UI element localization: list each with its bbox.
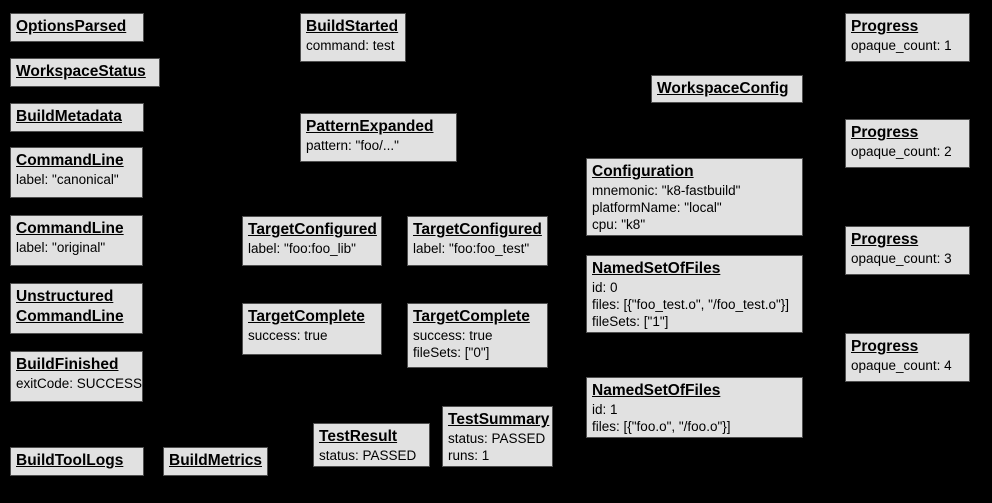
- node-attribute: success: true: [413, 328, 493, 343]
- event-node-workspace-status: WorkspaceStatus: [10, 58, 160, 87]
- node-attribute: exitCode: SUCCESS: [16, 376, 143, 391]
- event-node-progress-3: Progress opaque_count: 3: [845, 226, 970, 275]
- event-node-command-line-canonical: CommandLine label: "canonical": [10, 147, 143, 198]
- event-node-workspace-config: WorkspaceConfig: [651, 75, 803, 103]
- node-title: TestResult: [319, 428, 398, 445]
- node-attribute: opaque_count: 1: [851, 38, 952, 53]
- node-title: Progress: [851, 338, 919, 355]
- node-title: Progress: [851, 124, 919, 141]
- node-title: WorkspaceStatus: [16, 63, 146, 80]
- event-node-command-line-original: CommandLine label: "original": [10, 215, 143, 266]
- event-node-progress-1: Progress opaque_count: 1: [845, 13, 970, 62]
- node-attribute: label: "canonical": [16, 172, 119, 187]
- node-title: TargetConfigured: [248, 221, 377, 238]
- node-title: Unstructured: [16, 288, 114, 305]
- node-attribute: success: true: [248, 328, 328, 343]
- node-title: CommandLine: [16, 308, 124, 325]
- node-attribute: pattern: "foo/...": [306, 138, 399, 153]
- event-node-build-finished: BuildFinished exitCode: SUCCESS: [10, 351, 143, 402]
- event-node-build-metrics: BuildMetrics: [163, 447, 268, 476]
- node-title: TargetComplete: [248, 308, 365, 325]
- event-node-target-configured-foo-test: TargetConfigured label: "foo:foo_test": [407, 216, 548, 266]
- node-attribute: label: "foo:foo_lib": [248, 241, 356, 256]
- event-node-target-complete-foo-test: TargetComplete success: true fileSets: ["0…: [407, 303, 548, 368]
- event-node-target-configured-foo-lib: TargetConfigured label: "foo:foo_lib": [242, 216, 382, 266]
- event-node-build-metadata: BuildMetadata: [10, 103, 144, 132]
- node-attribute: opaque_count: 3: [851, 251, 952, 266]
- event-node-configuration: Configuration mnemonic: "k8-fastbuild" pla…: [586, 158, 803, 236]
- node-attribute: command: test: [306, 38, 395, 53]
- node-attribute: status: PASSED: [448, 431, 546, 446]
- event-node-test-result: TestResult status: PASSED: [313, 423, 430, 467]
- node-title: Progress: [851, 18, 919, 35]
- node-attribute: fileSets: ["1"]: [592, 314, 669, 329]
- node-title: Progress: [851, 231, 919, 248]
- node-attribute: files: [{"foo.o", "/foo.o"}]: [592, 419, 731, 434]
- node-attribute: label: "foo:foo_test": [413, 241, 530, 256]
- node-title: BuildStarted: [306, 18, 399, 35]
- node-attribute: mnemonic: "k8-fastbuild": [592, 183, 741, 198]
- node-attribute: cpu: "k8": [592, 217, 646, 232]
- node-attribute: fileSets: ["0"]: [413, 345, 490, 360]
- node-title: TargetComplete: [413, 308, 530, 325]
- node-attribute: id: 0: [592, 280, 618, 295]
- event-node-progress-4: Progress opaque_count: 4: [845, 333, 970, 382]
- event-node-named-set-of-files-1: NamedSetOfFiles id: 1 files: [{"foo.o", "/…: [586, 377, 803, 438]
- node-title: PatternExpanded: [306, 118, 434, 135]
- node-attribute: platformName: "local": [592, 200, 722, 215]
- node-attribute: files: [{"foo_test.o", "/foo_test.o"}]: [592, 297, 790, 312]
- node-title: NamedSetOfFiles: [592, 382, 721, 399]
- event-node-build-started: BuildStarted command: test: [300, 13, 406, 62]
- event-node-test-summary: TestSummary status: PASSED runs: 1: [442, 406, 553, 467]
- event-node-progress-2: Progress opaque_count: 2: [845, 119, 970, 168]
- node-title: TestSummary: [448, 411, 550, 428]
- event-node-options-parsed: OptionsParsed: [10, 13, 144, 42]
- node-attribute: status: PASSED: [319, 448, 417, 463]
- node-title: TargetConfigured: [413, 221, 542, 238]
- node-title: CommandLine: [16, 220, 124, 237]
- event-node-build-tool-logs: BuildToolLogs: [10, 447, 144, 476]
- node-title: BuildMetadata: [16, 108, 122, 125]
- event-node-pattern-expanded: PatternExpanded pattern: "foo/...": [300, 113, 457, 162]
- event-node-named-set-of-files-0: NamedSetOfFiles id: 0 files: [{"foo_test.o…: [586, 255, 803, 333]
- node-title: NamedSetOfFiles: [592, 260, 721, 277]
- node-title: OptionsParsed: [16, 18, 127, 35]
- node-title: BuildMetrics: [169, 452, 263, 469]
- node-title: Configuration: [592, 163, 694, 180]
- node-attribute: opaque_count: 2: [851, 144, 952, 159]
- node-attribute: label: "original": [16, 240, 106, 255]
- node-title: CommandLine: [16, 152, 124, 169]
- event-node-target-complete-foo-lib: TargetComplete success: true: [242, 303, 382, 355]
- node-attribute: runs: 1: [448, 448, 490, 463]
- node-title: WorkspaceConfig: [657, 80, 789, 97]
- node-attribute: id: 1: [592, 402, 618, 417]
- node-attribute: opaque_count: 4: [851, 358, 952, 373]
- node-title: BuildToolLogs: [16, 452, 124, 469]
- node-title: BuildFinished: [16, 356, 119, 373]
